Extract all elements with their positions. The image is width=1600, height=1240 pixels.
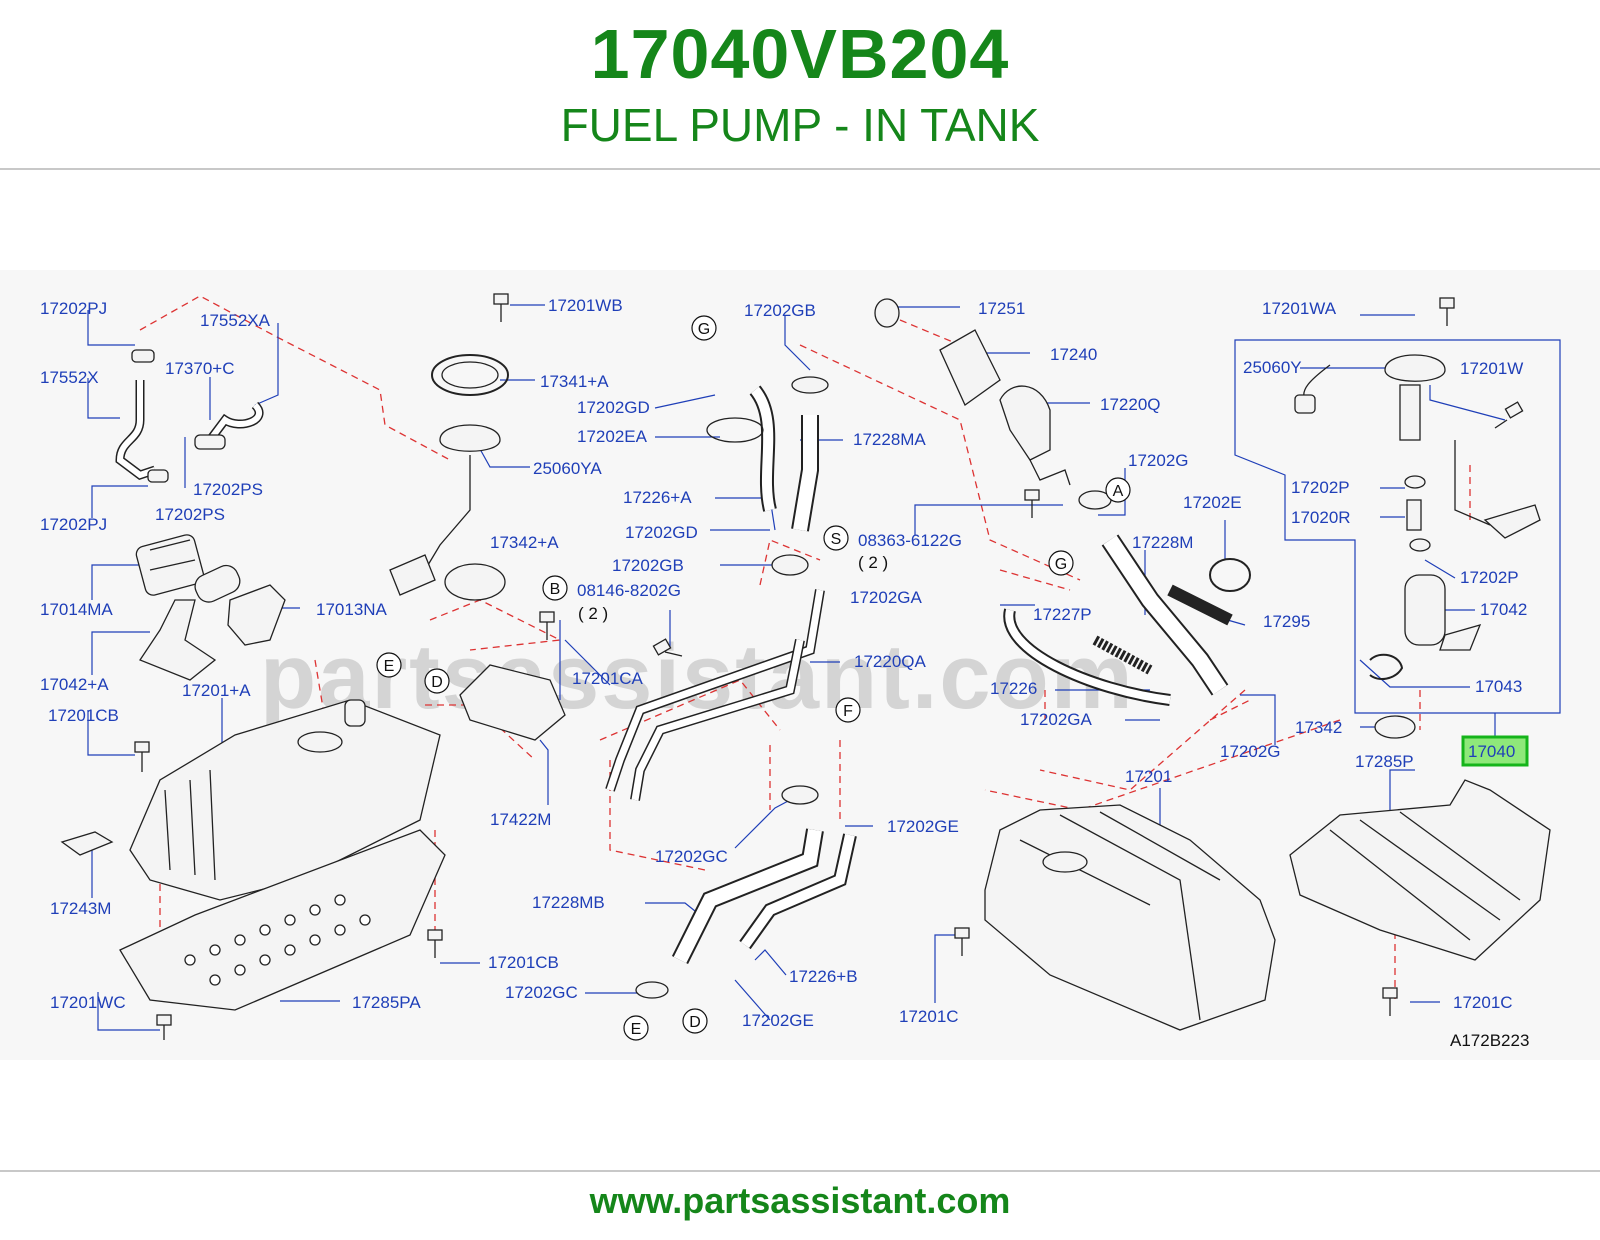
- ref-letter-g: G: [1055, 556, 1067, 573]
- part-number-title: 17040VB204: [590, 15, 1010, 93]
- part-label[interactable]: 17202GD: [577, 398, 650, 417]
- ref-letter-f: F: [843, 703, 853, 720]
- ref-letter-a: A: [1113, 483, 1124, 500]
- highlight-box: [1461, 735, 1529, 767]
- part-label[interactable]: 17220QA: [854, 652, 926, 671]
- part-label[interactable]: 17201CB: [488, 953, 559, 972]
- watermark: partsassistant.com: [260, 626, 1135, 728]
- part-label[interactable]: 17201WA: [1262, 299, 1337, 318]
- part-label[interactable]: 17202PS: [155, 505, 225, 524]
- part-label[interactable]: 17226: [990, 679, 1037, 698]
- part-label[interactable]: 17240: [1050, 345, 1097, 364]
- part-label[interactable]: 17342: [1295, 718, 1342, 737]
- part-label[interactable]: 17014MA: [40, 600, 113, 619]
- part-label[interactable]: 17202GB: [744, 301, 816, 320]
- part-label[interactable]: 17202GB: [612, 556, 684, 575]
- ref-letter-s: S: [831, 531, 842, 548]
- part-label[interactable]: 17226+B: [789, 967, 858, 986]
- part-label[interactable]: 17202GC: [505, 983, 578, 1002]
- part-label[interactable]: 17202G: [1220, 742, 1281, 761]
- ref-letter-b: B: [550, 581, 561, 598]
- part-label[interactable]: 17228MB: [532, 893, 605, 912]
- part-label[interactable]: 17201WB: [548, 296, 623, 315]
- part-label[interactable]: 17226+A: [623, 488, 692, 507]
- reference-letters: G B S E D F E D A G: [384, 321, 1124, 1038]
- part-labels: 17202PJ 17552XA 17552X 17370+C 17202PS 1…: [40, 296, 1529, 1050]
- footer-website-link[interactable]: www.partsassistant.com: [589, 1180, 1011, 1221]
- reference-circles: [376, 315, 1131, 1041]
- part-label[interactable]: 17552X: [40, 368, 99, 387]
- part-label[interactable]: 17202GD: [625, 523, 698, 542]
- part-label[interactable]: 17202P: [1460, 568, 1519, 587]
- part-label[interactable]: 17202GA: [850, 588, 922, 607]
- ref-letter-d: D: [689, 1014, 701, 1031]
- part-label[interactable]: 17228MA: [853, 430, 926, 449]
- part-label[interactable]: 17341+A: [540, 372, 609, 391]
- part-label[interactable]: 17295: [1263, 612, 1310, 631]
- part-label[interactable]: 17422M: [490, 810, 551, 829]
- part-label[interactable]: 17251: [978, 299, 1025, 318]
- part-label[interactable]: 25060YA: [533, 459, 602, 478]
- footer-divider: [0, 1170, 1600, 1172]
- part-label[interactable]: 08363-6122G: [858, 531, 962, 550]
- part-label[interactable]: 17202P: [1291, 478, 1350, 497]
- part-label[interactable]: 17020R: [1291, 508, 1351, 527]
- part-label[interactable]: 17043: [1475, 677, 1522, 696]
- part-label[interactable]: 17013NA: [316, 600, 388, 619]
- part-label[interactable]: 17202GE: [887, 817, 959, 836]
- components: [60, 293, 1551, 1040]
- ref-letter-e: E: [631, 1021, 642, 1038]
- part-label[interactable]: 17342+A: [490, 533, 559, 552]
- leader-lines: [87, 304, 1506, 1031]
- quantity-label: ( 2 ): [858, 553, 888, 572]
- part-label[interactable]: 17285PA: [352, 993, 421, 1012]
- part-label[interactable]: 17227P: [1033, 605, 1092, 624]
- part-label[interactable]: 17228M: [1132, 533, 1193, 552]
- part-label[interactable]: 17243M: [50, 899, 111, 918]
- part-label[interactable]: 17201C: [1453, 993, 1513, 1012]
- part-label[interactable]: 17202PJ: [40, 515, 107, 534]
- part-label[interactable]: 17202GE: [742, 1011, 814, 1030]
- ref-letter-g: G: [698, 321, 710, 338]
- part-label[interactable]: 17042: [1480, 600, 1527, 619]
- ref-letter-d: D: [431, 674, 443, 691]
- part-label[interactable]: 17285P: [1355, 752, 1414, 771]
- part-label[interactable]: 17370+C: [165, 359, 234, 378]
- part-label-highlighted[interactable]: 17040: [1468, 742, 1515, 761]
- part-label[interactable]: 17220Q: [1100, 395, 1161, 414]
- part-label[interactable]: 17202PS: [193, 480, 263, 499]
- part-label[interactable]: 17201: [1125, 767, 1172, 786]
- diagram-code: A172B223: [1450, 1031, 1529, 1050]
- quantity-label: ( 2 ): [578, 604, 608, 623]
- part-label[interactable]: 17042+A: [40, 675, 109, 694]
- ref-letter-e: E: [384, 658, 395, 675]
- page-header: 17040VB204 FUEL PUMP - IN TANK: [0, 0, 1600, 168]
- part-label[interactable]: 17552XA: [200, 311, 271, 330]
- part-label[interactable]: 17202G: [1128, 451, 1189, 470]
- part-label[interactable]: 17201C: [899, 1007, 959, 1026]
- part-label[interactable]: 08146-8202G: [577, 581, 681, 600]
- part-label[interactable]: 17201CB: [48, 706, 119, 725]
- part-label[interactable]: 17201CA: [572, 669, 644, 688]
- hose-clamp-icon: [131, 349, 155, 363]
- part-label[interactable]: 17202E: [1183, 493, 1242, 512]
- part-label[interactable]: 17202GA: [1020, 710, 1092, 729]
- part-label[interactable]: 17202GC: [655, 847, 728, 866]
- header-divider: [0, 168, 1600, 170]
- part-name-subtitle: FUEL PUMP - IN TANK: [560, 99, 1040, 151]
- part-label[interactable]: 25060Y: [1243, 358, 1302, 377]
- part-label[interactable]: 17202PJ: [40, 299, 107, 318]
- part-label[interactable]: 17201WC: [50, 993, 126, 1012]
- part-label[interactable]: 17201+A: [182, 681, 251, 700]
- part-label[interactable]: 17201W: [1460, 359, 1523, 378]
- part-label[interactable]: 17202EA: [577, 427, 648, 446]
